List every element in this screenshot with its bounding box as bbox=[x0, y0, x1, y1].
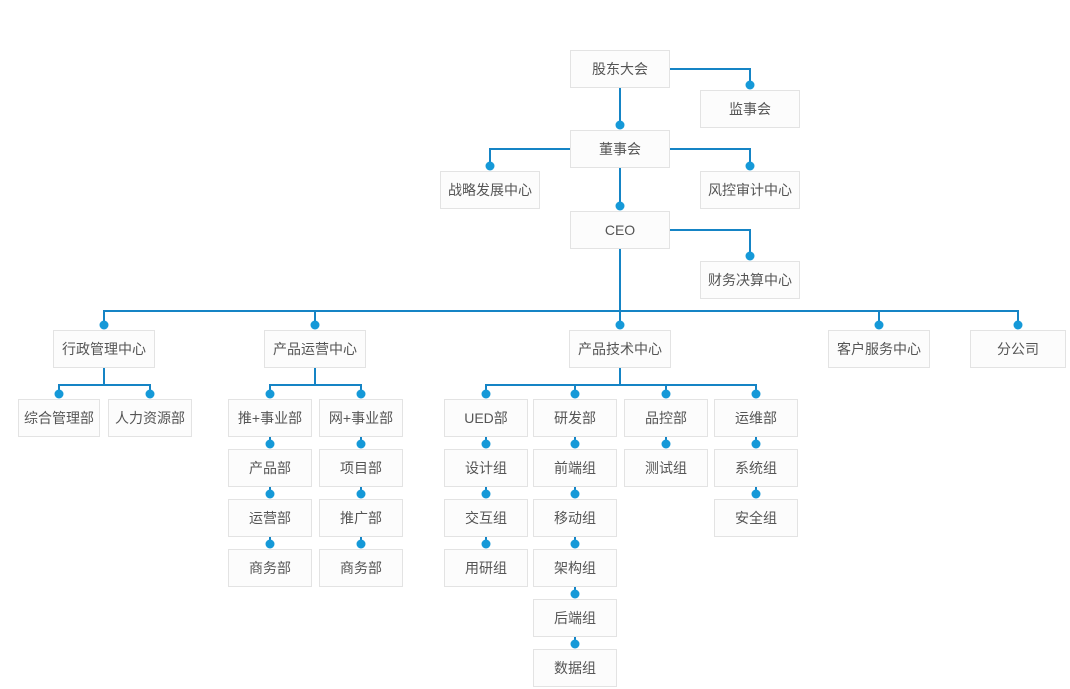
org-node-testing-group: 测试组 bbox=[624, 449, 708, 487]
connector-ceo-finance bbox=[670, 229, 751, 256]
org-node-strategy-development-center: 战略发展中心 bbox=[440, 171, 540, 209]
org-node-project-dept: 项目部 bbox=[319, 449, 403, 487]
org-node-admin-management-center: 行政管理中心 bbox=[53, 330, 155, 368]
org-node-tui-business-unit: 推+事业部 bbox=[228, 399, 312, 437]
org-node-frontend-group: 前端组 bbox=[533, 449, 617, 487]
org-node-security-group: 安全组 bbox=[714, 499, 798, 537]
org-node-mobile-group: 移动组 bbox=[533, 499, 617, 537]
connector-board-risk bbox=[670, 148, 751, 166]
org-node-business-dept-tui: 商务部 bbox=[228, 549, 312, 587]
org-node-human-resources-dept: 人力资源部 bbox=[108, 399, 192, 437]
connector-dots bbox=[54, 80, 1023, 649]
org-node-data-group: 数据组 bbox=[533, 649, 617, 687]
org-node-ued-dept: UED部 bbox=[444, 399, 528, 437]
org-node-rd-dept: 研发部 bbox=[533, 399, 617, 437]
org-node-quality-control-dept: 品控部 bbox=[624, 399, 708, 437]
org-node-system-group: 系统组 bbox=[714, 449, 798, 487]
org-node-product-dept: 产品部 bbox=[228, 449, 312, 487]
org-node-finance-settlement-center: 财务决算中心 bbox=[700, 261, 800, 299]
org-node-general-management-dept: 综合管理部 bbox=[18, 399, 100, 437]
org-node-operation-dept: 运营部 bbox=[228, 499, 312, 537]
connector-board-strategy bbox=[489, 148, 570, 166]
org-node-board-of-directors: 董事会 bbox=[570, 130, 670, 168]
org-node-user-research-group: 用研组 bbox=[444, 549, 528, 587]
org-node-branch-company: 分公司 bbox=[970, 330, 1066, 368]
connector-tech-children bbox=[485, 368, 757, 394]
org-node-customer-service-center: 客户服务中心 bbox=[828, 330, 930, 368]
org-node-architecture-group: 架构组 bbox=[533, 549, 617, 587]
org-node-business-dept-wang: 商务部 bbox=[319, 549, 403, 587]
connector-operation-children bbox=[269, 368, 362, 394]
org-node-ceo: CEO bbox=[570, 211, 670, 249]
connector-admin-children bbox=[58, 368, 151, 394]
org-node-supervisory-board: 监事会 bbox=[700, 90, 800, 128]
org-node-promotion-dept: 推广部 bbox=[319, 499, 403, 537]
org-node-product-operation-center: 产品运营中心 bbox=[264, 330, 366, 368]
org-node-product-technology-center: 产品技术中心 bbox=[569, 330, 671, 368]
org-node-backend-group: 后端组 bbox=[533, 599, 617, 637]
org-node-interaction-group: 交互组 bbox=[444, 499, 528, 537]
org-node-shareholders-meeting: 股东大会 bbox=[570, 50, 670, 88]
org-node-design-group: 设计组 bbox=[444, 449, 528, 487]
org-node-wang-business-unit: 网+事业部 bbox=[319, 399, 403, 437]
org-node-ops-dept: 运维部 bbox=[714, 399, 798, 437]
org-node-risk-audit-center: 风控审计中心 bbox=[700, 171, 800, 209]
connector-shareholders-supervisory bbox=[670, 68, 751, 85]
